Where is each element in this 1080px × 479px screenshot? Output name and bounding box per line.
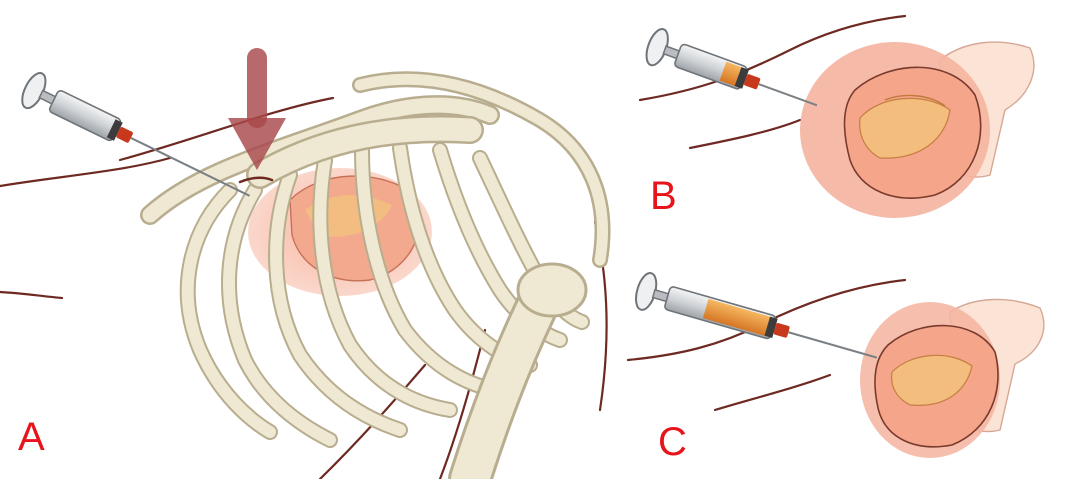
panel-c xyxy=(626,272,1045,458)
syringe-icon xyxy=(635,272,878,359)
syringe-icon xyxy=(645,28,818,107)
panel-label-a: A xyxy=(18,415,45,459)
panel-label-c: C xyxy=(658,420,687,464)
panel-label-b: B xyxy=(650,174,677,218)
heart-b xyxy=(800,41,1035,218)
syringe-icon xyxy=(21,72,251,197)
rib-cage xyxy=(140,71,611,479)
panel-b xyxy=(638,14,1035,218)
panel-a xyxy=(0,48,611,479)
down-arrow-icon xyxy=(228,48,286,170)
heart-c xyxy=(860,298,1045,458)
skin-lines-b xyxy=(638,14,907,150)
